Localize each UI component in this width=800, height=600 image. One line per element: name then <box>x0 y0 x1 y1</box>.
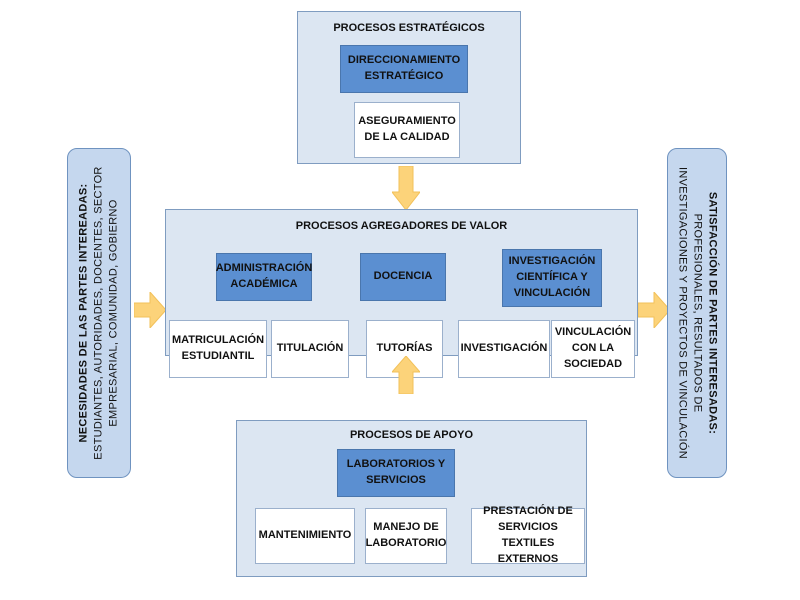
stakeholder-satisfaction-body: PROFESIONALES, RESULTADOS DE INVESTIGACI… <box>676 167 704 459</box>
direccionamiento-label: DIRECCIONAMIENTO ESTRATÉGICO <box>347 54 461 82</box>
vinculacion-sociedad-box: VINCULACIÓN CON LA SOCIEDAD <box>551 320 635 378</box>
stakeholder-needs-body: ESTUDIANTES, AUTORIDADES, DOCENTES, SECT… <box>92 166 120 460</box>
value-processes-panel: PROCESOS AGREGADORES DE VALOR ADMINISTRA… <box>165 209 638 378</box>
mantenimiento-label: MANTENIMIENTO <box>258 529 352 542</box>
stakeholder-needs-heading: NECESIDADES DE LAS PARTES INTEREADAS: <box>77 183 90 443</box>
direccionamiento-box: DIRECCIONAMIENTO ESTRATÉGICO <box>340 45 468 93</box>
investigacion-box: INVESTIGACIÓN <box>458 320 550 378</box>
administracion-label: ADMINISTRACIÓN ACADÉMICA <box>215 262 313 290</box>
laboratorios-box: LABORATORIOS Y SERVICIOS <box>337 449 455 497</box>
support-processes-panel: PROCESOS DE APOYO LABORATORIOS Y SERVICI… <box>236 420 587 577</box>
stakeholder-satisfaction-heading: SATISFACCIÓN DE PARTES INTERESADAS: <box>706 191 719 435</box>
aseguramiento-label: ASEGURAMIENTO DE LA CALIDAD <box>358 115 456 143</box>
arrow-right-left <box>134 292 166 328</box>
vinculacion-sociedad-label: VINCULACIÓN CON LA SOCIEDAD <box>554 326 632 370</box>
tutorias-label: TUTORÍAS <box>376 342 433 355</box>
laboratorios-label: LABORATORIOS Y SERVICIOS <box>346 458 446 486</box>
investigacion-label: INVESTIGACIÓN <box>460 342 548 355</box>
prestacion-servicios-label: PRESTACIÓN DE SERVICIOS TEXTILES EXTERNO… <box>483 505 573 565</box>
matriculacion-label: MATRICULACIÓN ESTUDIANTIL <box>171 334 265 362</box>
stakeholder-satisfaction-panel: SATISFACCIÓN DE PARTES INTERESADAS: PROF… <box>667 148 727 478</box>
titulacion-box: TITULACIÓN <box>271 320 349 378</box>
arrow-down-top <box>392 166 420 210</box>
docencia-box: DOCENCIA <box>360 253 446 301</box>
arrow-up-bottom <box>392 356 420 394</box>
manejo-laboratorio-label: MANEJO DE LABORATORIO <box>365 521 447 549</box>
manejo-laboratorio-box: MANEJO DE LABORATORIO <box>365 508 447 564</box>
strategic-processes-title: PROCESOS ESTRATÉGICOS <box>333 22 485 34</box>
value-processes-title: PROCESOS AGREGADORES DE VALOR <box>295 220 508 232</box>
aseguramiento-box: ASEGURAMIENTO DE LA CALIDAD <box>354 102 460 158</box>
mantenimiento-box: MANTENIMIENTO <box>255 508 355 564</box>
matriculacion-box: MATRICULACIÓN ESTUDIANTIL <box>169 320 267 378</box>
stakeholder-satisfaction-text: SATISFACCIÓN DE PARTES INTERESADAS: PROF… <box>675 163 720 463</box>
support-processes-title: PROCESOS DE APOYO <box>349 429 474 441</box>
investigacion-vinculacion-box: INVESTIGACIÓN CIENTÍFICA Y VINCULACIÓN <box>502 249 602 307</box>
titulacion-label: TITULACIÓN <box>276 342 344 355</box>
administracion-box: ADMINISTRACIÓN ACADÉMICA <box>216 253 312 301</box>
investigacion-vinculacion-label: INVESTIGACIÓN CIENTÍFICA Y VINCULACIÓN <box>508 255 596 299</box>
arrow-right-right <box>638 292 670 328</box>
stakeholder-needs-text: NECESIDADES DE LAS PARTES INTEREADAS: ES… <box>77 163 122 463</box>
prestacion-servicios-box: PRESTACIÓN DE SERVICIOS TEXTILES EXTERNO… <box>471 505 585 565</box>
strategic-processes-panel: PROCESOS ESTRATÉGICOS DIRECCIONAMIENTO E… <box>297 11 521 164</box>
docencia-label: DOCENCIA <box>373 270 433 283</box>
stakeholder-needs-panel: NECESIDADES DE LAS PARTES INTEREADAS: ES… <box>67 148 131 478</box>
